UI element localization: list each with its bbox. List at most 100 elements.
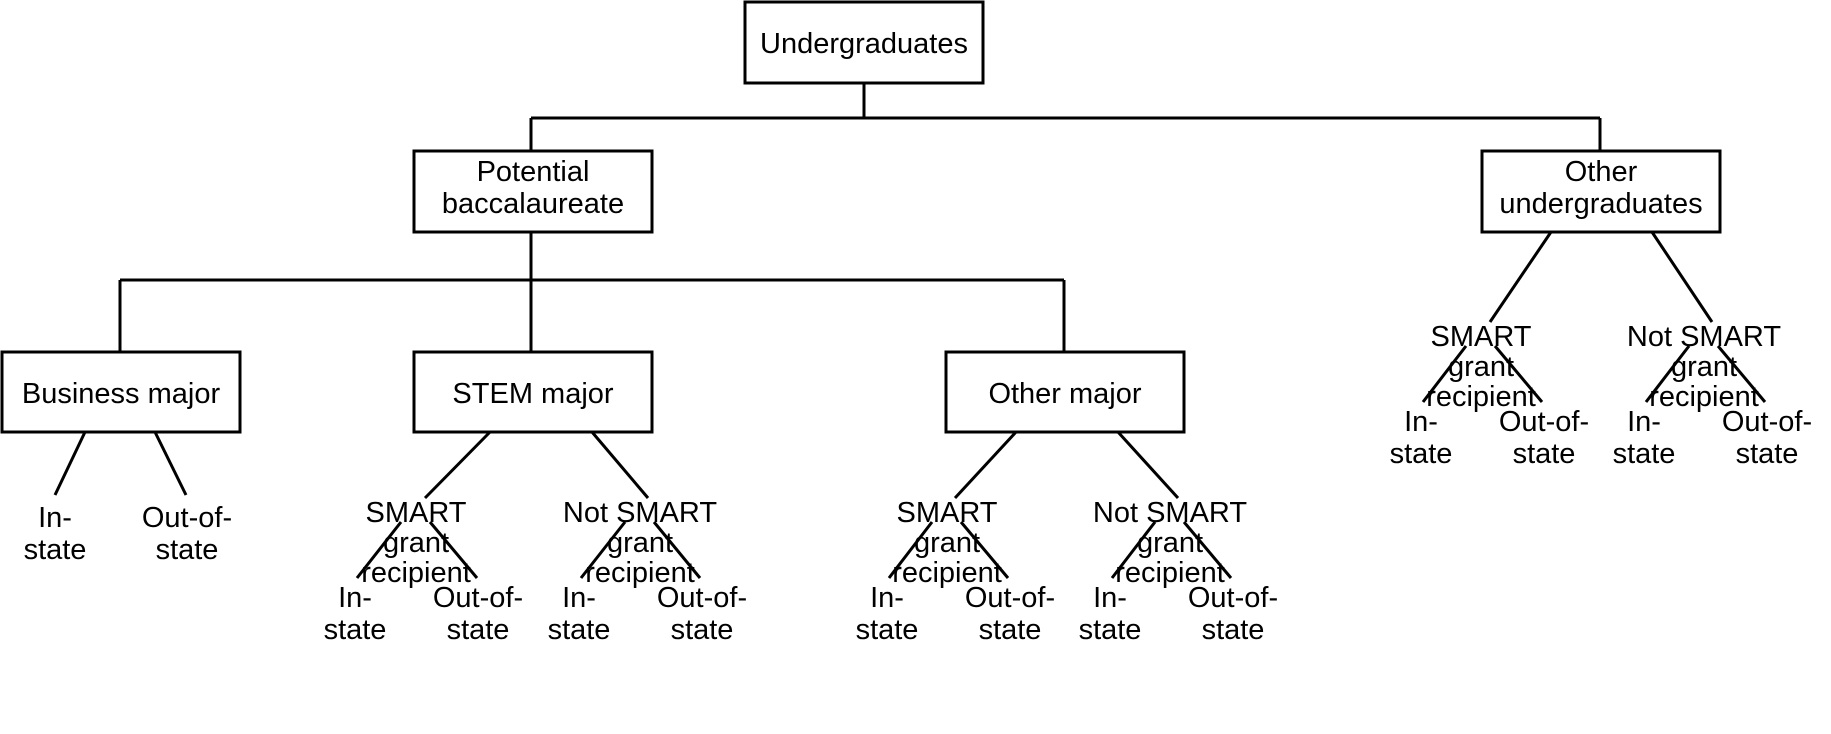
label-otherug-notsmart-line1: Not SMART bbox=[1627, 321, 1781, 353]
label-otherug-notsmart-line3: recipient bbox=[1649, 381, 1759, 413]
label-otherug-notsmart-out-of-state-line1: Out-of- bbox=[1722, 406, 1812, 438]
leaf-othermajor-notsmart-out-of-state[interactable]: Out-of- state bbox=[1188, 582, 1278, 646]
leaf-othermajor-smart-out-of-state[interactable]: Out-of- state bbox=[965, 582, 1055, 646]
label-stem-smart-line2: grant bbox=[383, 527, 449, 559]
node-box-business-major[interactable] bbox=[0, 350, 242, 434]
label-otherug-notsmart-in-state-line2: state bbox=[1613, 438, 1676, 470]
leaf-otherug-notsmart-out-of-state[interactable]: Out-of- state bbox=[1722, 406, 1812, 470]
leaf-otherug-notsmart-in-state[interactable]: In- state bbox=[1613, 406, 1676, 470]
label-othermajor-smart-line3: recipient bbox=[892, 557, 1002, 589]
connector-othermajor-notsmart-to-in-state bbox=[1110, 521, 1157, 579]
grant-group-othermajor-not-smart[interactable]: Not SMART grant recipient bbox=[1093, 497, 1247, 589]
node-box-other-major[interactable] bbox=[944, 350, 1186, 434]
label-otherug-notsmart-in-state-line1: In- bbox=[1627, 406, 1661, 438]
leaf-otherug-smart-out-of-state[interactable]: Out-of- state bbox=[1499, 406, 1589, 470]
label-othermajor-smart-out-of-state-line1: Out-of- bbox=[965, 582, 1055, 614]
grant-group-stem-smart[interactable]: SMART grant recipient bbox=[361, 497, 471, 589]
label-othermajor-notsmart-in-state-line1: In- bbox=[1093, 582, 1127, 614]
leaf-business-out-of-state[interactable]: Out-of- state bbox=[142, 502, 232, 566]
label-business-major: Business major bbox=[22, 378, 221, 410]
label-business-out-of-state-line1: Out-of- bbox=[142, 502, 232, 534]
connector-otherug-to-smart bbox=[1488, 231, 1553, 323]
label-otherug-smart-in-state-line2: state bbox=[1390, 438, 1453, 470]
connector-stem-smart-to-in-state bbox=[355, 521, 403, 579]
label-stem-notsmart-in-state-line1: In- bbox=[562, 582, 596, 614]
grant-group-otherug-smart[interactable]: SMART grant recipient bbox=[1426, 321, 1536, 413]
connector-othermajor-to-smart bbox=[953, 430, 1018, 500]
label-stem-smart-out-of-state-line1: Out-of- bbox=[433, 582, 523, 614]
label-otherug-notsmart-line2: grant bbox=[1671, 351, 1737, 383]
connector-othermajor-to-not-smart bbox=[1116, 430, 1180, 500]
leaf-stem-smart-in-state[interactable]: In- state bbox=[324, 582, 387, 646]
connector-otherug-smart-to-out-of-state bbox=[1493, 345, 1544, 403]
connector-otherug-notsmart-to-out-of-state bbox=[1716, 345, 1767, 403]
label-business-in-state-line1: In- bbox=[38, 502, 72, 534]
label-other-major: Other major bbox=[988, 378, 1141, 410]
node-box-potential-baccalaureate[interactable] bbox=[412, 149, 654, 234]
label-othermajor-smart-line2: grant bbox=[914, 527, 980, 559]
label-stem-notsmart-out-of-state-line2: state bbox=[671, 614, 734, 646]
label-otherug-notsmart-out-of-state-line2: state bbox=[1736, 438, 1799, 470]
residency-leaf-layer: In- state Out-of- state In- state Out-of… bbox=[24, 406, 1813, 646]
leaf-othermajor-smart-in-state[interactable]: In- state bbox=[856, 582, 919, 646]
connector-stem-to-not-smart bbox=[590, 431, 650, 499]
connector-stem-notsmart-to-out-of-state bbox=[652, 521, 702, 579]
label-othermajor-smart-in-state-line2: state bbox=[856, 614, 919, 646]
label-stem-major: STEM major bbox=[452, 378, 613, 410]
label-othermajor-smart-in-state-line1: In- bbox=[870, 582, 904, 614]
connector-stem-to-smart bbox=[423, 430, 492, 500]
label-othermajor-smart-out-of-state-line2: state bbox=[979, 614, 1042, 646]
label-stem-notsmart-line3: recipient bbox=[585, 557, 695, 589]
connector-otherug-to-not-smart bbox=[1650, 231, 1714, 323]
connector-stem-smart-to-out-of-state bbox=[428, 521, 479, 579]
grant-group-stem-not-smart[interactable]: Not SMART grant recipient bbox=[563, 497, 717, 589]
label-stem-notsmart-line2: grant bbox=[607, 527, 673, 559]
connector-stem-notsmart-to-in-state bbox=[579, 521, 627, 579]
connector-othermajor-smart-to-in-state bbox=[887, 521, 934, 579]
node-box-undergraduates[interactable] bbox=[743, 0, 985, 85]
label-othermajor-notsmart-out-of-state-line2: state bbox=[1202, 614, 1265, 646]
label-stem-notsmart-out-of-state-line1: Out-of- bbox=[657, 582, 747, 614]
label-othermajor-smart-line1: SMART bbox=[897, 497, 998, 529]
label-business-out-of-state-line2: state bbox=[156, 534, 219, 566]
label-otherug-smart-out-of-state-line2: state bbox=[1513, 438, 1576, 470]
label-potential-baccalaureate-line1: Potential bbox=[477, 156, 590, 188]
node-box-other-undergraduates[interactable] bbox=[1480, 149, 1722, 234]
connector-otherug-smart-to-in-state bbox=[1421, 345, 1468, 403]
leaf-stem-notsmart-out-of-state[interactable]: Out-of- state bbox=[657, 582, 747, 646]
label-business-in-state-line2: state bbox=[24, 534, 87, 566]
label-stem-smart-out-of-state-line2: state bbox=[447, 614, 510, 646]
connector-layer bbox=[53, 83, 1767, 579]
label-othermajor-notsmart-out-of-state-line1: Out-of- bbox=[1188, 582, 1278, 614]
label-stem-smart-in-state-line2: state bbox=[324, 614, 387, 646]
label-otherug-smart-in-state-line1: In- bbox=[1404, 406, 1438, 438]
node-box-layer bbox=[0, 0, 1722, 434]
node-box-stem-major[interactable] bbox=[412, 350, 654, 434]
label-undergraduates: Undergraduates bbox=[760, 28, 968, 60]
leaf-stem-notsmart-in-state[interactable]: In- state bbox=[548, 582, 611, 646]
label-othermajor-notsmart-line2: grant bbox=[1137, 527, 1203, 559]
label-stem-notsmart-in-state-line2: state bbox=[548, 614, 611, 646]
grant-group-othermajor-smart[interactable]: SMART grant recipient bbox=[892, 497, 1002, 589]
leaf-othermajor-notsmart-in-state[interactable]: In- state bbox=[1079, 582, 1142, 646]
leaf-stem-smart-out-of-state[interactable]: Out-of- state bbox=[433, 582, 523, 646]
leaf-otherug-smart-in-state[interactable]: In- state bbox=[1390, 406, 1453, 470]
grant-group-label-layer: SMART grant recipient Not SMART grant re… bbox=[361, 321, 1781, 589]
connector-othermajor-smart-to-out-of-state bbox=[959, 521, 1010, 579]
label-stem-notsmart-line1: Not SMART bbox=[563, 497, 717, 529]
grant-group-otherug-not-smart[interactable]: Not SMART grant recipient bbox=[1627, 321, 1781, 413]
label-othermajor-notsmart-line1: Not SMART bbox=[1093, 497, 1247, 529]
connector-othermajor-notsmart-to-out-of-state bbox=[1182, 521, 1233, 579]
label-other-undergraduates-line1: Other bbox=[1565, 156, 1638, 188]
leaf-business-in-state[interactable]: In- state bbox=[24, 502, 87, 566]
label-stem-smart-line1: SMART bbox=[366, 497, 467, 529]
label-othermajor-notsmart-in-state-line2: state bbox=[1079, 614, 1142, 646]
connector-business-to-out-of-state bbox=[153, 431, 188, 496]
label-potential-baccalaureate-line2: baccalaureate bbox=[442, 188, 624, 220]
label-stem-smart-line3: recipient bbox=[361, 557, 471, 589]
node-label-layer: Undergraduates Potential baccalaureate O… bbox=[22, 28, 1703, 410]
label-other-undergraduates-line2: undergraduates bbox=[1499, 188, 1702, 220]
connector-otherug-notsmart-to-in-state bbox=[1644, 345, 1691, 403]
